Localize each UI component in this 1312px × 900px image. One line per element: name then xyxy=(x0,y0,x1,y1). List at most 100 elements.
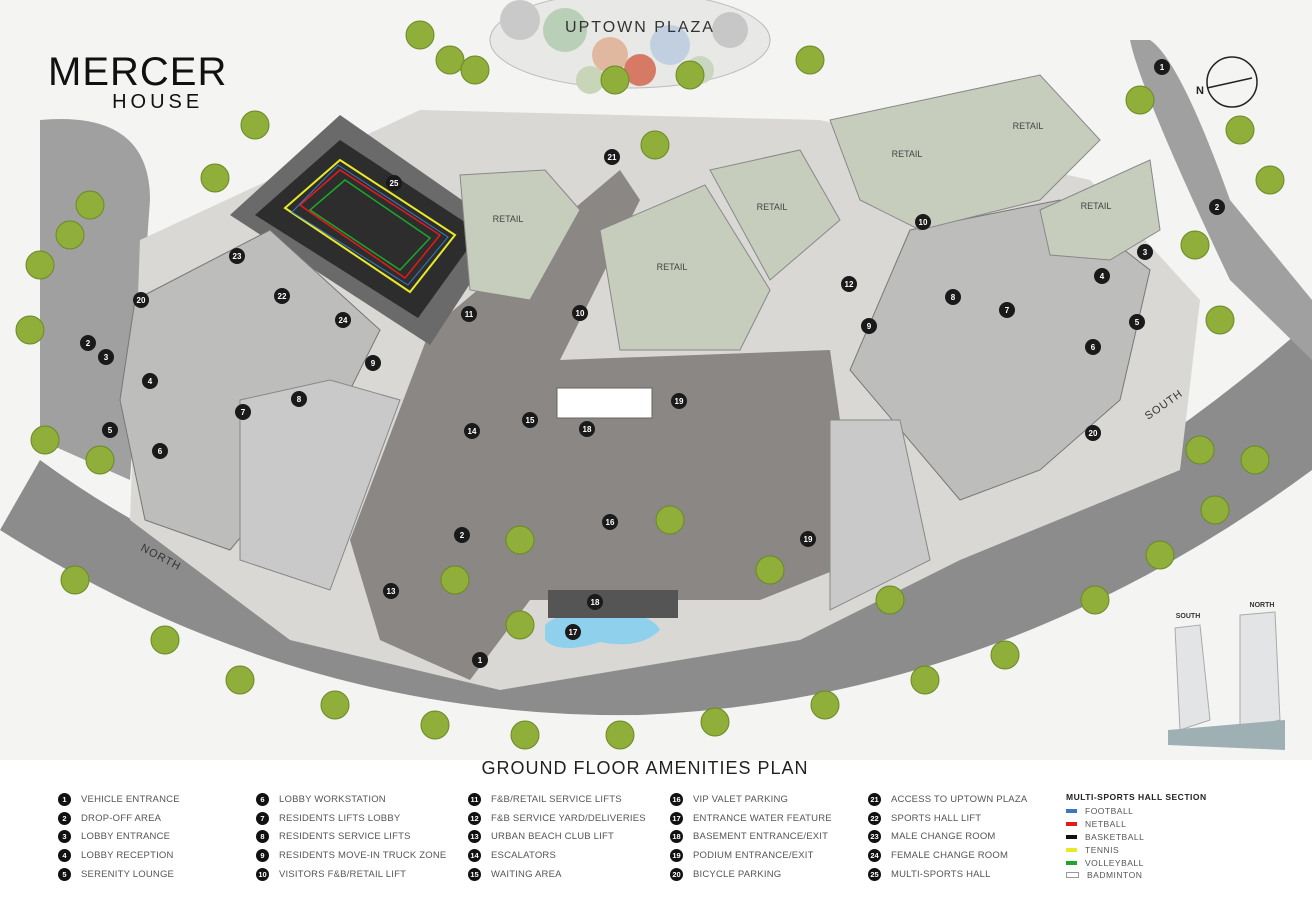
legend-label: RESIDENTS LIFTS LOBBY xyxy=(279,812,401,824)
tree xyxy=(1225,115,1255,145)
marker-21: 21 xyxy=(604,149,620,165)
logo-line2: HOUSE xyxy=(112,91,204,113)
logo-line1: MERCER xyxy=(48,50,228,94)
sport-legend-item: VOLLEYBALL xyxy=(1066,856,1207,869)
sport-legend-item: TENNIS xyxy=(1066,843,1207,856)
marker-number: 5 xyxy=(1135,318,1140,327)
marker-number: 1 xyxy=(478,656,483,665)
legend-number: 21 xyxy=(868,792,881,806)
marker-25: 25 xyxy=(386,175,402,191)
legend-number: 24 xyxy=(868,848,881,862)
legend-number: 13 xyxy=(468,830,481,844)
tree xyxy=(755,555,785,585)
legend-label: VISITORS F&B/RETAIL LIFT xyxy=(279,868,407,880)
legend-number: 20 xyxy=(670,867,683,881)
marker-number: 3 xyxy=(104,353,109,362)
tree xyxy=(75,190,105,220)
marker-number: 18 xyxy=(591,598,600,607)
marker-16: 16 xyxy=(602,514,618,530)
marker-18: 18 xyxy=(587,594,603,610)
marker-9: 9 xyxy=(365,355,381,371)
legend-label: MULTI-SPORTS HALL xyxy=(891,868,991,880)
legend-label: FEMALE CHANGE ROOM xyxy=(891,849,1009,861)
sports-legend-title: MULTI-SPORTS HALL SECTION xyxy=(1066,792,1207,802)
legend-label: WAITING AREA xyxy=(491,868,562,880)
legend-item: 24 FEMALE CHANGE ROOM xyxy=(868,846,1027,865)
inset-north-label: NORTH xyxy=(1250,602,1275,609)
tree xyxy=(55,220,85,250)
marker-11: 11 xyxy=(461,306,477,322)
tree xyxy=(435,45,465,75)
marker-number: 14 xyxy=(468,427,477,436)
site-plan: UPTOWN PLAZA RETAILRETAILRETAILRETAILRET… xyxy=(0,0,1312,760)
marker-number: 1 xyxy=(1160,63,1165,72)
marker-number: 23 xyxy=(233,252,242,261)
map-markers: 1122233445566778899101011121314151617181… xyxy=(80,59,1225,668)
legend-label: RESIDENTS SERVICE LIFTS xyxy=(279,831,411,843)
tree xyxy=(1200,495,1230,525)
marker-24: 24 xyxy=(335,312,351,328)
plan-title: GROUND FLOOR AMENITIES PLAN xyxy=(481,758,809,778)
legend-number: 23 xyxy=(868,830,881,844)
marker-5: 5 xyxy=(1129,314,1145,330)
marker-19: 19 xyxy=(671,393,687,409)
legend-number: 8 xyxy=(256,830,269,844)
legend-number: 22 xyxy=(868,811,881,825)
marker-8: 8 xyxy=(945,289,961,305)
marker-14: 14 xyxy=(464,423,480,439)
legend-label: URBAN BEACH CLUB LIFT xyxy=(491,831,614,843)
marker-number: 15 xyxy=(526,416,535,425)
legend-label: RESIDENTS MOVE-IN TRUCK ZONE xyxy=(279,849,447,861)
marker-18: 18 xyxy=(579,421,595,437)
tree xyxy=(1255,165,1285,195)
tree xyxy=(675,60,705,90)
north-podium-block xyxy=(239,379,401,591)
legend-number: 12 xyxy=(468,811,481,825)
marker-number: 9 xyxy=(867,322,872,331)
legend-number: 5 xyxy=(58,867,71,881)
retail-blocks xyxy=(459,74,1161,351)
tree xyxy=(510,720,540,750)
tree xyxy=(1080,585,1110,615)
color-swatch xyxy=(1066,822,1077,827)
trees xyxy=(15,20,1285,750)
legend-label: BICYCLE PARKING xyxy=(693,868,782,880)
marker-number: 4 xyxy=(148,377,153,386)
legend-label: BASEMENT ENTRANCE/EXIT xyxy=(693,831,829,843)
legend-number: 11 xyxy=(468,792,481,806)
color-swatch xyxy=(1066,809,1077,814)
sport-legend-item: NETBALL xyxy=(1066,818,1207,831)
sport-label: BADMINTON xyxy=(1087,870,1143,881)
marker-number: 7 xyxy=(241,408,246,417)
marker-1: 1 xyxy=(472,652,488,668)
marker-20: 20 xyxy=(1085,425,1101,441)
marker-17: 17 xyxy=(565,624,581,640)
marker-number: 17 xyxy=(569,628,578,637)
marker-number: 21 xyxy=(608,153,617,162)
tree xyxy=(655,505,685,535)
marker-2: 2 xyxy=(80,335,96,351)
marker-5: 5 xyxy=(102,422,118,438)
marker-6: 6 xyxy=(152,443,168,459)
tree xyxy=(600,65,630,95)
retail-label: RETAIL xyxy=(892,149,923,159)
retail-label: RETAIL xyxy=(493,214,524,224)
legend-item: 15 WAITING AREA xyxy=(468,865,646,884)
color-swatch xyxy=(1066,847,1077,852)
marker-number: 5 xyxy=(108,426,113,435)
tree xyxy=(505,525,535,555)
legend-number: 4 xyxy=(58,848,71,862)
mercer-house-logo: MERCER HOUSE xyxy=(48,52,227,112)
east-road xyxy=(1130,40,1312,360)
marker-number: 2 xyxy=(1215,203,1220,212)
legend-number: 1 xyxy=(58,792,71,806)
legend-number: 15 xyxy=(468,867,481,881)
